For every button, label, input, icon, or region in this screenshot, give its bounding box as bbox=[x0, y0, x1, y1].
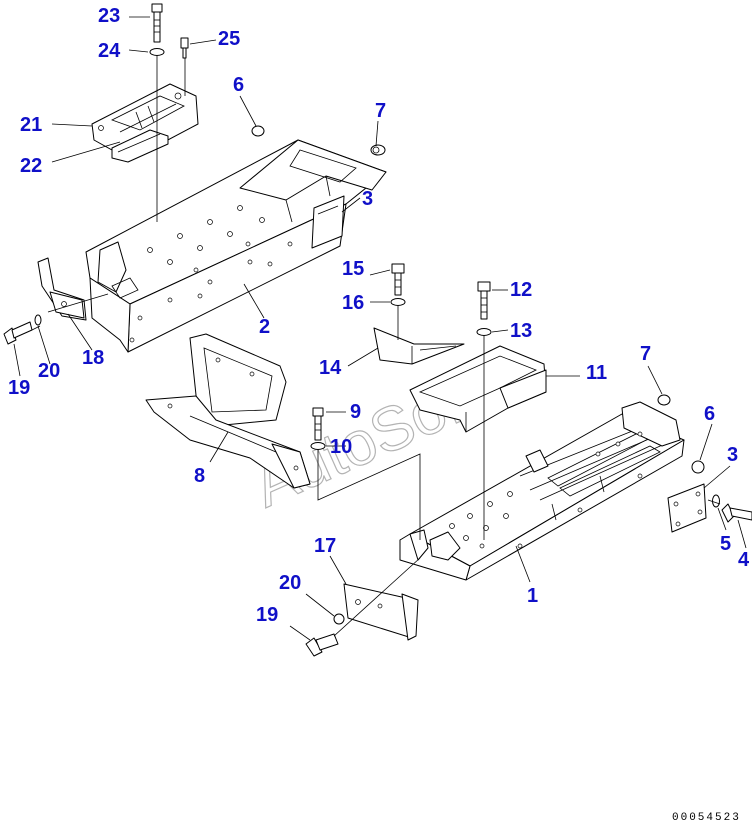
part-25-grease-fitting bbox=[180, 37, 189, 59]
callout-20-upper: 20 bbox=[38, 360, 60, 382]
callout-5: 5 bbox=[720, 533, 731, 555]
part-15-bolt bbox=[391, 263, 405, 296]
callout-16: 16 bbox=[342, 292, 364, 314]
part-3-cover-plate-lower bbox=[667, 483, 707, 533]
callout-10: 10 bbox=[330, 436, 352, 458]
part-7-plug-upper bbox=[370, 144, 386, 156]
callout-8: 8 bbox=[194, 465, 205, 487]
callout-3-lower: 3 bbox=[727, 444, 738, 466]
callout-2: 2 bbox=[259, 316, 270, 338]
part-10-washer bbox=[310, 442, 326, 450]
callout-14: 14 bbox=[319, 357, 342, 379]
callout-1: 1 bbox=[527, 585, 538, 607]
callout-labels: 23 24 25 6 7 21 22 3 2 19 20 18 15 16 12… bbox=[8, 5, 750, 626]
part-9-bolt bbox=[312, 407, 324, 441]
callout-20-lower: 20 bbox=[279, 572, 301, 594]
part-24-washer bbox=[149, 48, 165, 56]
part-19-bolt-upper bbox=[3, 321, 33, 345]
callout-6-lower: 6 bbox=[704, 403, 715, 425]
part-21-cover-plate bbox=[91, 83, 199, 161]
part-16-washer bbox=[390, 298, 406, 306]
callout-11: 11 bbox=[586, 362, 607, 384]
part-5-washer-lower bbox=[712, 494, 720, 508]
callout-24: 24 bbox=[98, 40, 121, 62]
callout-7-lower: 7 bbox=[640, 343, 651, 365]
part-8-support-frame bbox=[145, 333, 311, 489]
callout-12: 12 bbox=[510, 279, 532, 301]
callout-7-upper: 7 bbox=[375, 100, 386, 122]
part-12-bolt bbox=[477, 281, 491, 320]
callout-4: 4 bbox=[738, 549, 750, 571]
callout-13: 13 bbox=[510, 320, 532, 342]
part-22-support-bracket bbox=[111, 129, 169, 163]
callout-19-upper: 19 bbox=[8, 377, 30, 399]
part-14-bracket bbox=[373, 327, 465, 365]
callout-15: 15 bbox=[342, 258, 364, 280]
part-20-washer-lower bbox=[333, 613, 345, 625]
callout-9: 9 bbox=[350, 401, 361, 423]
part-20-washer-upper bbox=[34, 314, 42, 326]
callout-22: 22 bbox=[20, 155, 42, 177]
part-23-bolt bbox=[151, 3, 163, 43]
part-19-bolt-lower bbox=[305, 633, 339, 657]
part-1-main-frame bbox=[399, 401, 685, 581]
part-18-side-bracket bbox=[37, 257, 87, 321]
part-7-plug-lower bbox=[657, 394, 671, 406]
callout-3-upper: 3 bbox=[362, 188, 373, 210]
part-17-bracket bbox=[343, 583, 419, 641]
part-2-upper-frame bbox=[85, 139, 387, 353]
assembly-lines bbox=[31, 56, 721, 637]
leader-lines bbox=[13, 16, 747, 641]
document-number: 00054523 bbox=[672, 812, 741, 824]
callout-17: 17 bbox=[314, 535, 336, 557]
part-6-plug-lower bbox=[691, 460, 705, 474]
part-6-plug-upper bbox=[251, 125, 265, 137]
callout-6-upper: 6 bbox=[233, 74, 244, 96]
callout-19-lower: 19 bbox=[256, 604, 278, 626]
part-13-washer bbox=[476, 328, 492, 336]
callout-23: 23 bbox=[98, 5, 120, 27]
callout-25: 25 bbox=[218, 28, 240, 50]
callout-21: 21 bbox=[20, 114, 42, 136]
part-11-bracket bbox=[409, 345, 547, 433]
callout-18: 18 bbox=[82, 347, 104, 369]
part-4-bolt bbox=[721, 503, 752, 523]
